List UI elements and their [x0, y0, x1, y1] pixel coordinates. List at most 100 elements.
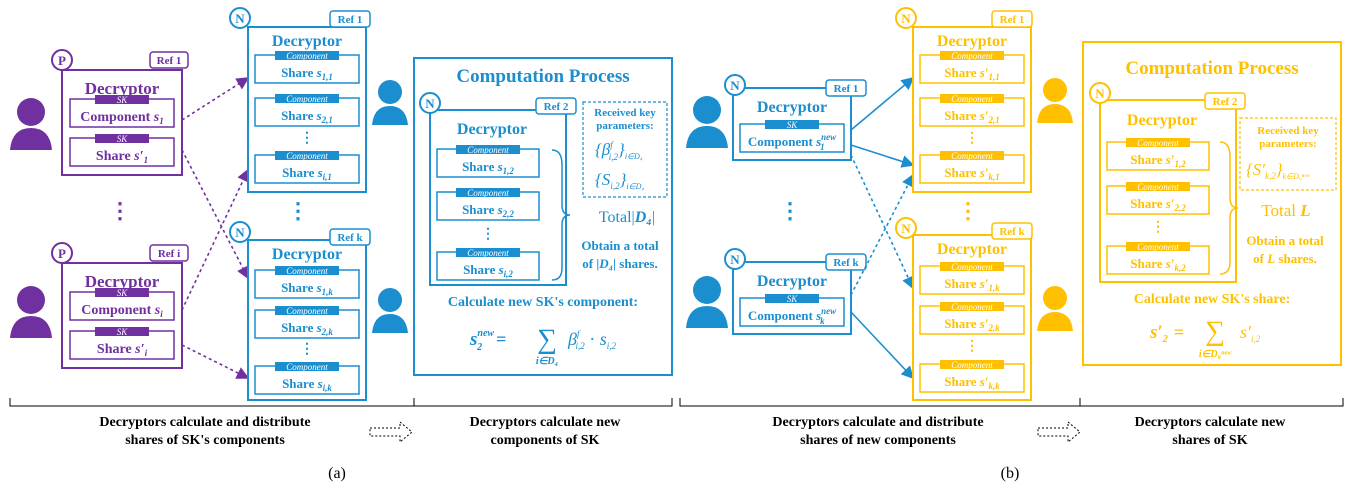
- svg-text:P: P: [58, 53, 66, 68]
- svg-text:Share s′1,k: Share s′1,k: [944, 276, 1000, 293]
- svg-text:P: P: [58, 246, 66, 261]
- svg-text:N: N: [235, 225, 245, 240]
- svg-text:∑: ∑: [1205, 316, 1225, 347]
- panel-label-a: (a): [328, 465, 346, 482]
- svg-text:Ref k: Ref k: [999, 226, 1025, 238]
- svg-text:Ref 2: Ref 2: [1213, 96, 1238, 108]
- svg-text:Component: Component: [286, 94, 328, 104]
- svg-text:Share s′2,1: Share s′2,1: [944, 108, 999, 125]
- svg-text:Share s2,k: Share s2,k: [281, 320, 333, 337]
- svg-text:Calculate new SK's share:: Calculate new SK's share:: [1134, 292, 1290, 307]
- gold-decryptor-ref1: N Ref 1 Decryptor Component Share s′1,1 …: [895, 7, 1033, 193]
- svg-text:N: N: [425, 96, 435, 111]
- svg-text:shares of new components: shares of new components: [800, 433, 956, 448]
- vdots: ⋮: [109, 198, 131, 223]
- svg-text:Component: Component: [467, 248, 509, 258]
- svg-text:Share s′k,2: Share s′k,2: [1130, 256, 1186, 273]
- svg-text:Component s1: Component s1: [80, 110, 163, 126]
- p-decryptor-i: P Ref i Decryptor SK Component si SK Sha…: [51, 242, 189, 369]
- svg-text:SK: SK: [117, 95, 129, 105]
- svg-text:⋮: ⋮: [965, 131, 979, 146]
- distribution-arrows: [181, 77, 250, 379]
- svg-text:SK: SK: [117, 134, 129, 144]
- svg-text:βfi,2 · si,2: βfi,2 · si,2: [567, 329, 617, 351]
- svg-text:Component: Component: [951, 94, 993, 104]
- svg-text:components of SK: components of SK: [491, 433, 600, 448]
- svg-text:SK: SK: [117, 327, 129, 337]
- svg-text:Share s′k,1: Share s′k,1: [944, 165, 999, 182]
- svg-text:Computation Process: Computation Process: [1125, 58, 1298, 79]
- svg-text:i∈D₀ⁿᵉʷ: i∈D₀ⁿᵉʷ: [1199, 349, 1232, 360]
- person-icon: [1037, 78, 1073, 123]
- computation-process-a: Computation Process N Ref 2 Decryptor Co…: [413, 57, 673, 376]
- svg-text:Decryptor: Decryptor: [757, 99, 827, 116]
- svg-text:Component: Component: [951, 262, 993, 272]
- svg-text:Share s2,2: Share s2,2: [462, 202, 514, 219]
- svg-text:Component si: Component si: [81, 303, 163, 319]
- svg-text:Component: Component: [951, 360, 993, 370]
- gold-decryptor-refk: N Ref k Decryptor Component Share s′1,k …: [895, 217, 1033, 401]
- svg-text:⋮: ⋮: [481, 227, 495, 242]
- svg-text:{Si,2}i∈D₄: {Si,2}i∈D₄: [595, 170, 644, 191]
- svg-text:parameters:: parameters:: [596, 120, 653, 132]
- panel-label-b: (b): [1001, 465, 1020, 482]
- svg-text:N: N: [730, 252, 740, 267]
- svg-text:Decryptors calculate new: Decryptors calculate new: [470, 415, 622, 430]
- dashed-arrow: [369, 420, 413, 444]
- svg-text:SK: SK: [787, 294, 799, 304]
- svg-text:Calculate new SK's component:: Calculate new SK's component:: [448, 295, 638, 310]
- svg-text:shares of SK's components: shares of SK's components: [125, 433, 285, 448]
- svg-text:Decryptor: Decryptor: [85, 79, 160, 98]
- n-decryptor-ref1-a: N Ref 1 Decryptor Component Share s1,1 C…: [229, 7, 371, 193]
- vdots: ⋮: [779, 198, 801, 223]
- svg-text:Component: Component: [286, 266, 328, 276]
- svg-text:Total L: Total L: [1261, 201, 1310, 220]
- svg-text:Component: Component: [286, 51, 328, 61]
- computation-process-b: Computation Process N Ref 2 Decryptor Co…: [1082, 41, 1342, 366]
- svg-text:Ref k: Ref k: [337, 232, 363, 244]
- svg-text:of L shares.: of L shares.: [1253, 251, 1317, 266]
- svg-text:Component: Component: [1137, 138, 1179, 148]
- person-icon: [10, 286, 52, 338]
- svg-text:parameters:: parameters:: [1259, 138, 1316, 150]
- svg-text:Share s′1,2: Share s′1,2: [1130, 152, 1186, 169]
- svg-text:Ref i: Ref i: [158, 248, 180, 260]
- svg-text:Decryptors calculate new: Decryptors calculate new: [1135, 415, 1287, 430]
- svg-text:Obtain a total: Obtain a total: [581, 238, 659, 253]
- svg-text:Component: Component: [467, 188, 509, 198]
- svg-text:Decryptor: Decryptor: [1127, 112, 1197, 129]
- svg-text:Component: Component: [951, 51, 993, 61]
- svg-text:Decryptor: Decryptor: [937, 241, 1007, 258]
- svg-text:Component: Component: [951, 151, 993, 161]
- svg-text:Component: Component: [286, 151, 328, 161]
- svg-text:Computation Process: Computation Process: [456, 66, 629, 87]
- svg-text:Component: Component: [286, 362, 328, 372]
- svg-text:⋮: ⋮: [300, 342, 314, 357]
- svg-text:Share si,2: Share si,2: [463, 262, 513, 279]
- svg-text:shares of SK: shares of SK: [1172, 433, 1247, 448]
- svg-text:Share s1,2: Share s1,2: [462, 159, 514, 176]
- person-icon: [372, 288, 408, 333]
- svg-text:Ref 2: Ref 2: [544, 101, 569, 113]
- svg-text:Decryptor: Decryptor: [937, 33, 1007, 50]
- svg-text:⋮: ⋮: [1151, 220, 1165, 235]
- svg-text:Component: Component: [1137, 182, 1179, 192]
- svg-text:Decryptor: Decryptor: [85, 272, 160, 291]
- svg-text:Ref k: Ref k: [833, 257, 859, 269]
- svg-text:Share s1,k: Share s1,k: [281, 280, 333, 297]
- distribution-arrows-b: [850, 76, 915, 380]
- svg-text:Decryptors calculate and distr: Decryptors calculate and distribute: [99, 415, 310, 430]
- svg-text:N: N: [1095, 86, 1105, 101]
- person-icon: [1037, 286, 1073, 331]
- svg-text:Component: Component: [951, 302, 993, 312]
- svg-text:Decryptor: Decryptor: [757, 273, 827, 290]
- svg-text:Decryptor: Decryptor: [457, 121, 527, 138]
- svg-text:Obtain a total: Obtain a total: [1246, 233, 1324, 248]
- svg-text:N: N: [235, 11, 245, 26]
- svg-text:{βfi,2}i∈D₄: {βfi,2}i∈D₄: [595, 140, 643, 162]
- svg-text:Component: Component: [286, 306, 328, 316]
- svg-text:⋮: ⋮: [300, 131, 314, 146]
